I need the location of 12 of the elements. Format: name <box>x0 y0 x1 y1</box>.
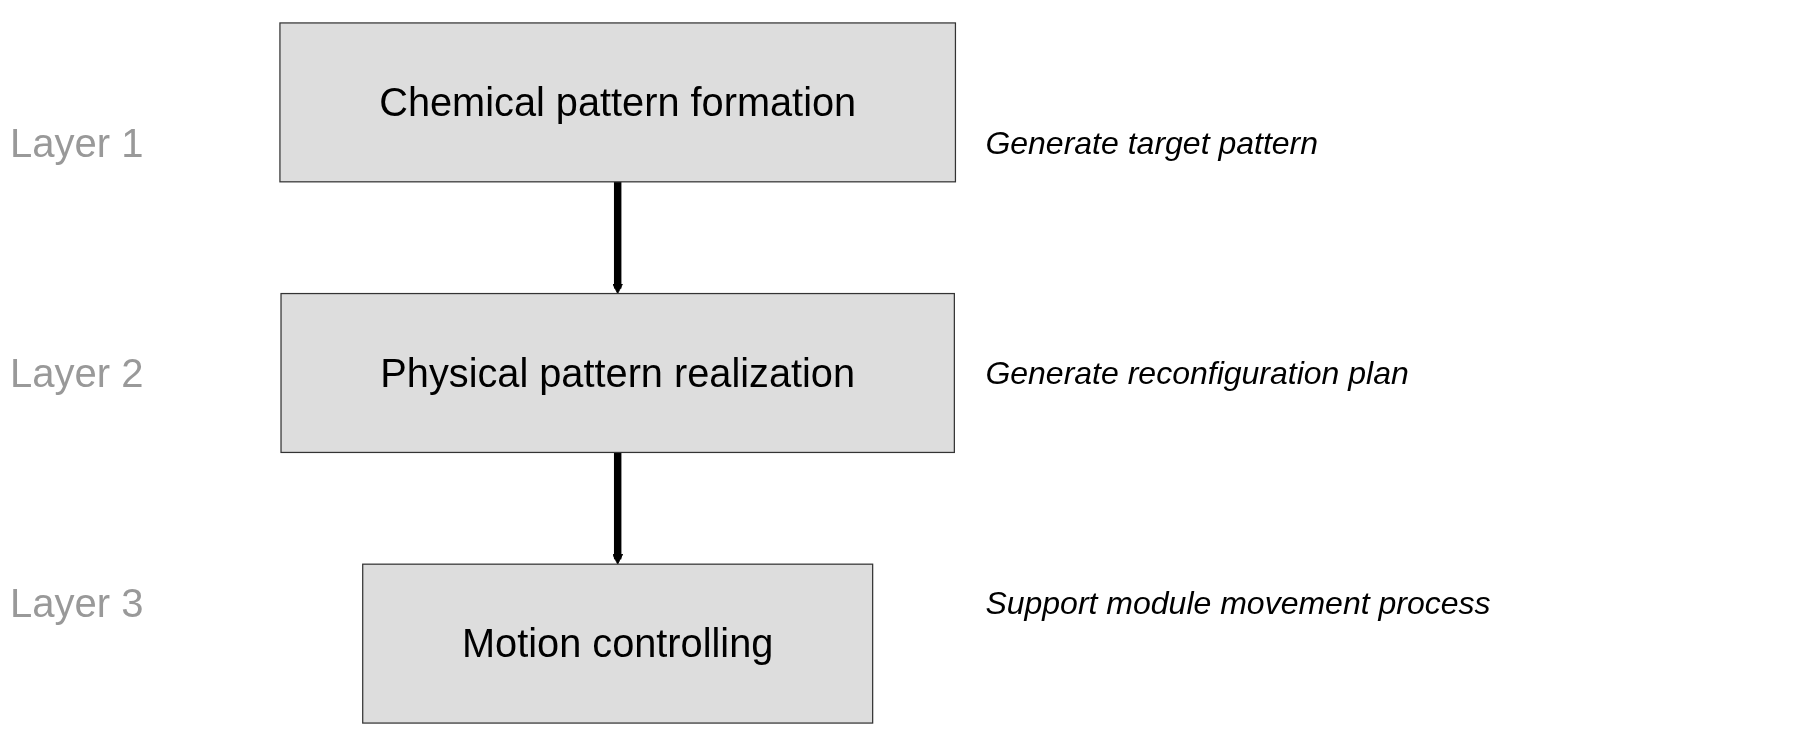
node-description: Generate reconfiguration plan <box>985 354 1410 392</box>
layer-label: Layer 2 <box>10 350 145 396</box>
node-box <box>362 563 874 724</box>
node-description: Generate target pattern <box>985 124 1320 162</box>
node-description: Support module movement process <box>985 584 1492 622</box>
layer-label: Layer 3 <box>10 580 145 626</box>
arrow <box>612 452 624 565</box>
node-box <box>279 22 957 183</box>
node-box <box>280 292 955 454</box>
layer-label: Layer 1 <box>10 120 145 166</box>
flowchart: Chemical pattern formation Physical pattern realization Motion controlling <box>270 13 966 733</box>
arrow <box>612 181 624 295</box>
